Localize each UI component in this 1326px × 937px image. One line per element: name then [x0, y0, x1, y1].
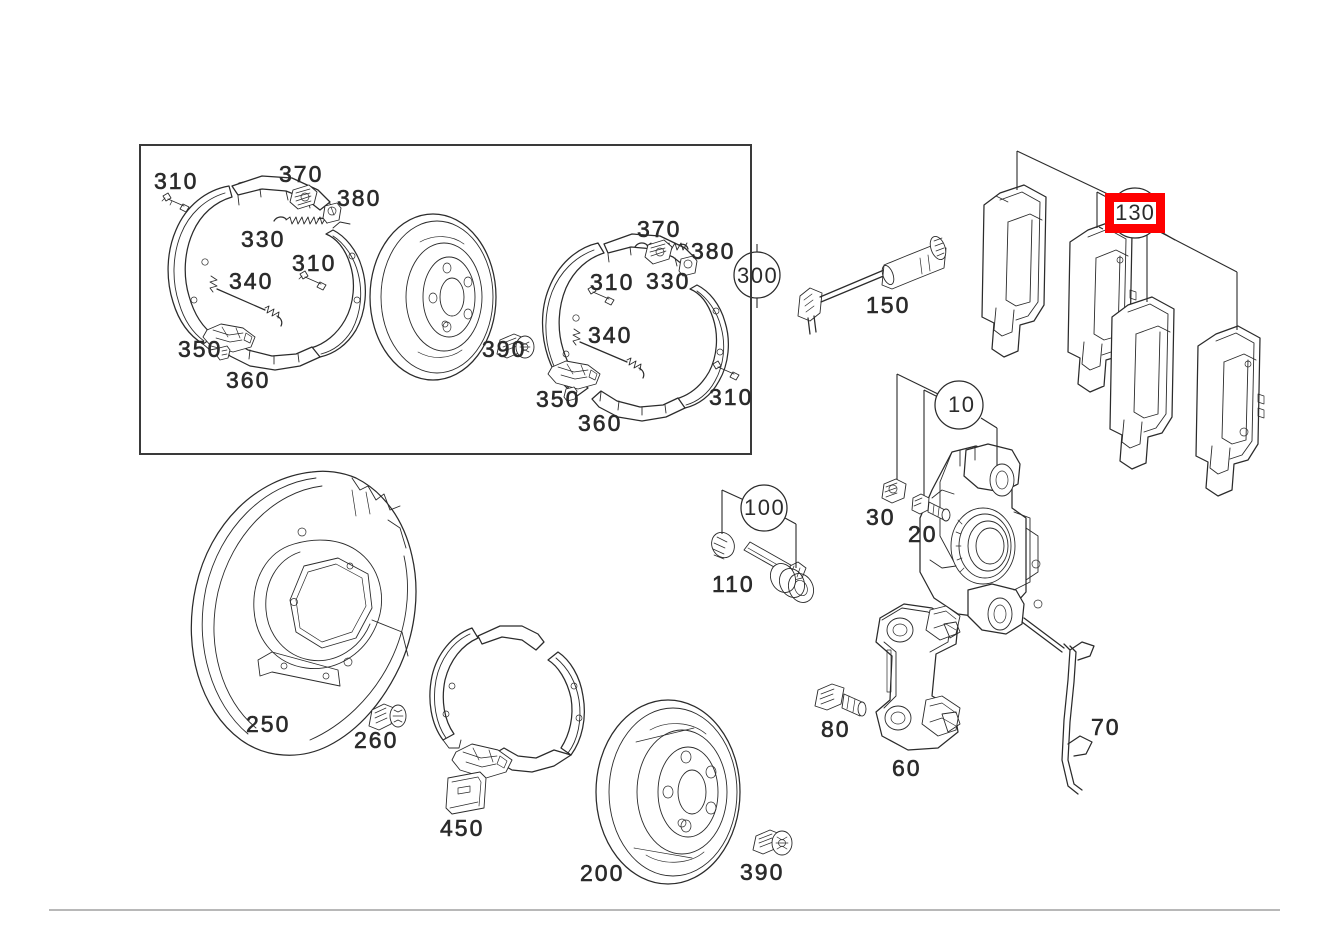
part-label-390-a: 390 — [482, 336, 527, 362]
callout-leader-300 — [733, 244, 781, 308]
hold-down-pin-370-right — [644, 239, 673, 265]
bottom-divider — [49, 909, 1280, 911]
part-label-350-b: 350 — [536, 386, 581, 412]
parking-brake-adjuster-350-left — [202, 323, 256, 353]
part-label-260: 260 — [354, 727, 399, 753]
hold-down-pin-310-right — [587, 285, 615, 306]
brake-rotor-inset — [369, 213, 497, 381]
adjuster-clip-360-left — [216, 345, 231, 361]
part-label-450: 450 — [440, 815, 485, 841]
part-label-340-a: 340 — [229, 268, 274, 294]
highlight-box-130[interactable]: 130 — [1105, 193, 1165, 233]
part-label-380-a: 380 — [337, 185, 382, 211]
backing-plate-bolt-260 — [368, 703, 407, 731]
brake-pad-3 — [1109, 296, 1175, 470]
part-label-330-a: 330 — [241, 226, 286, 252]
lower-parking-brake-shoe-left — [429, 625, 545, 749]
part-label-350-a: 350 — [178, 336, 223, 362]
callout-label-10: 10 — [948, 392, 976, 417]
part-label-150: 150 — [866, 292, 911, 318]
rotor-torx-screw-390-inset — [496, 333, 535, 359]
hold-down-pin-310-right-2 — [712, 360, 740, 381]
part-label-70: 70 — [1091, 714, 1121, 740]
part-label-30: 30 — [866, 504, 896, 530]
part-label-310-d: 310 — [709, 384, 754, 410]
parking-brake-shoe-right-assembly — [221, 221, 366, 371]
guide-pin-bushing-left — [711, 531, 735, 560]
part-label-310-a: 310 — [154, 168, 199, 194]
callout-label-300: 300 — [737, 263, 779, 288]
part-label-360-a: 360 — [226, 367, 271, 393]
part-label-340-b: 340 — [588, 322, 633, 348]
callout-leader-100 — [721, 484, 797, 568]
part-label-370-a: 370 — [279, 161, 324, 187]
hold-down-pin-310-left-2 — [298, 270, 327, 291]
part-label-200: 200 — [580, 860, 625, 886]
part-label-20: 20 — [908, 521, 938, 547]
brake-wear-sensor-150 — [797, 236, 947, 335]
part-label-80: 80 — [821, 716, 851, 742]
parking-brake-shoe-right-assembly-2 — [591, 284, 729, 422]
part-label-390-b: 390 — [740, 859, 785, 885]
adjuster-spring-340-left — [209, 275, 283, 327]
part-label-310-c: 310 — [590, 269, 635, 295]
guide-pin-boot — [769, 563, 815, 603]
caliper-carrier-bracket-60 — [875, 603, 961, 751]
part-label-330-b: 330 — [646, 268, 691, 294]
parking-brake-adjuster-350-right — [547, 360, 601, 390]
parking-brake-adjuster-450 — [451, 743, 513, 779]
rotor-torx-screw-390-main — [752, 829, 793, 856]
brake-rotor-main — [595, 699, 741, 885]
part-label-370-b: 370 — [637, 216, 682, 242]
part-label-110: 110 — [712, 571, 755, 597]
brake-pad-4 — [1195, 325, 1265, 497]
callout-leader-10 — [896, 373, 998, 505]
callout-label-100: 100 — [744, 495, 786, 520]
hold-down-clip-380-right — [678, 255, 698, 277]
lower-parking-brake-shoe-right — [493, 651, 585, 773]
part-label-250: 250 — [246, 711, 291, 737]
bleeder-screw-20 — [911, 493, 951, 522]
part-label-380-b: 380 — [691, 238, 736, 264]
part-label-310-b: 310 — [292, 250, 337, 276]
adjuster-spring-340-right — [572, 328, 645, 379]
part-label-360-b: 360 — [578, 410, 623, 436]
brake-caliper — [919, 443, 1043, 635]
parking-brake-detail-box — [139, 144, 752, 455]
hold-down-pin-310-left — [161, 192, 190, 213]
bleeder-cap-30 — [881, 478, 907, 504]
brake-pad-1 — [981, 184, 1047, 358]
part-label-60: 60 — [892, 755, 922, 781]
adjuster-clip-450-body — [445, 771, 487, 815]
callout-label-130: 130 — [1115, 200, 1155, 225]
hold-down-pin-370-left — [289, 184, 318, 210]
caliper-mounting-bolt-80 — [814, 683, 867, 717]
adjuster-clip-360-right — [563, 386, 578, 402]
pad-retaining-spring-70 — [1021, 617, 1095, 795]
brake-backing-plate-250 — [190, 470, 417, 756]
hold-down-clip-380-left — [322, 202, 342, 224]
